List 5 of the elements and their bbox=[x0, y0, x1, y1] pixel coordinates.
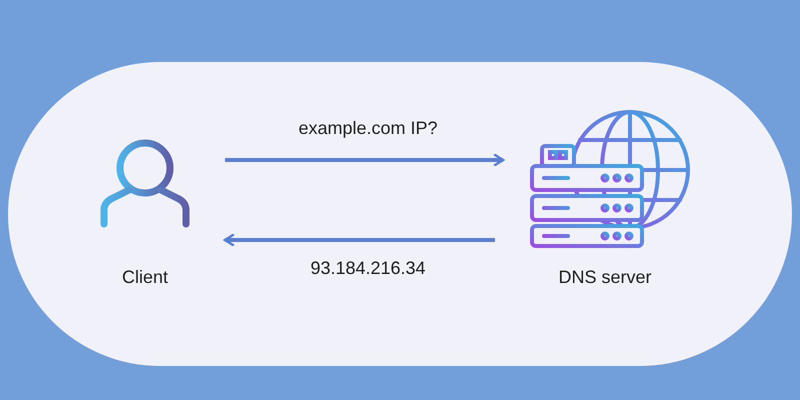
arrow bbox=[224, 234, 495, 246]
edge-label: example.com IP? bbox=[296, 118, 440, 139]
arrow bbox=[225, 154, 504, 166]
node-label: Client bbox=[122, 267, 168, 288]
node-label: DNS server bbox=[558, 267, 652, 288]
